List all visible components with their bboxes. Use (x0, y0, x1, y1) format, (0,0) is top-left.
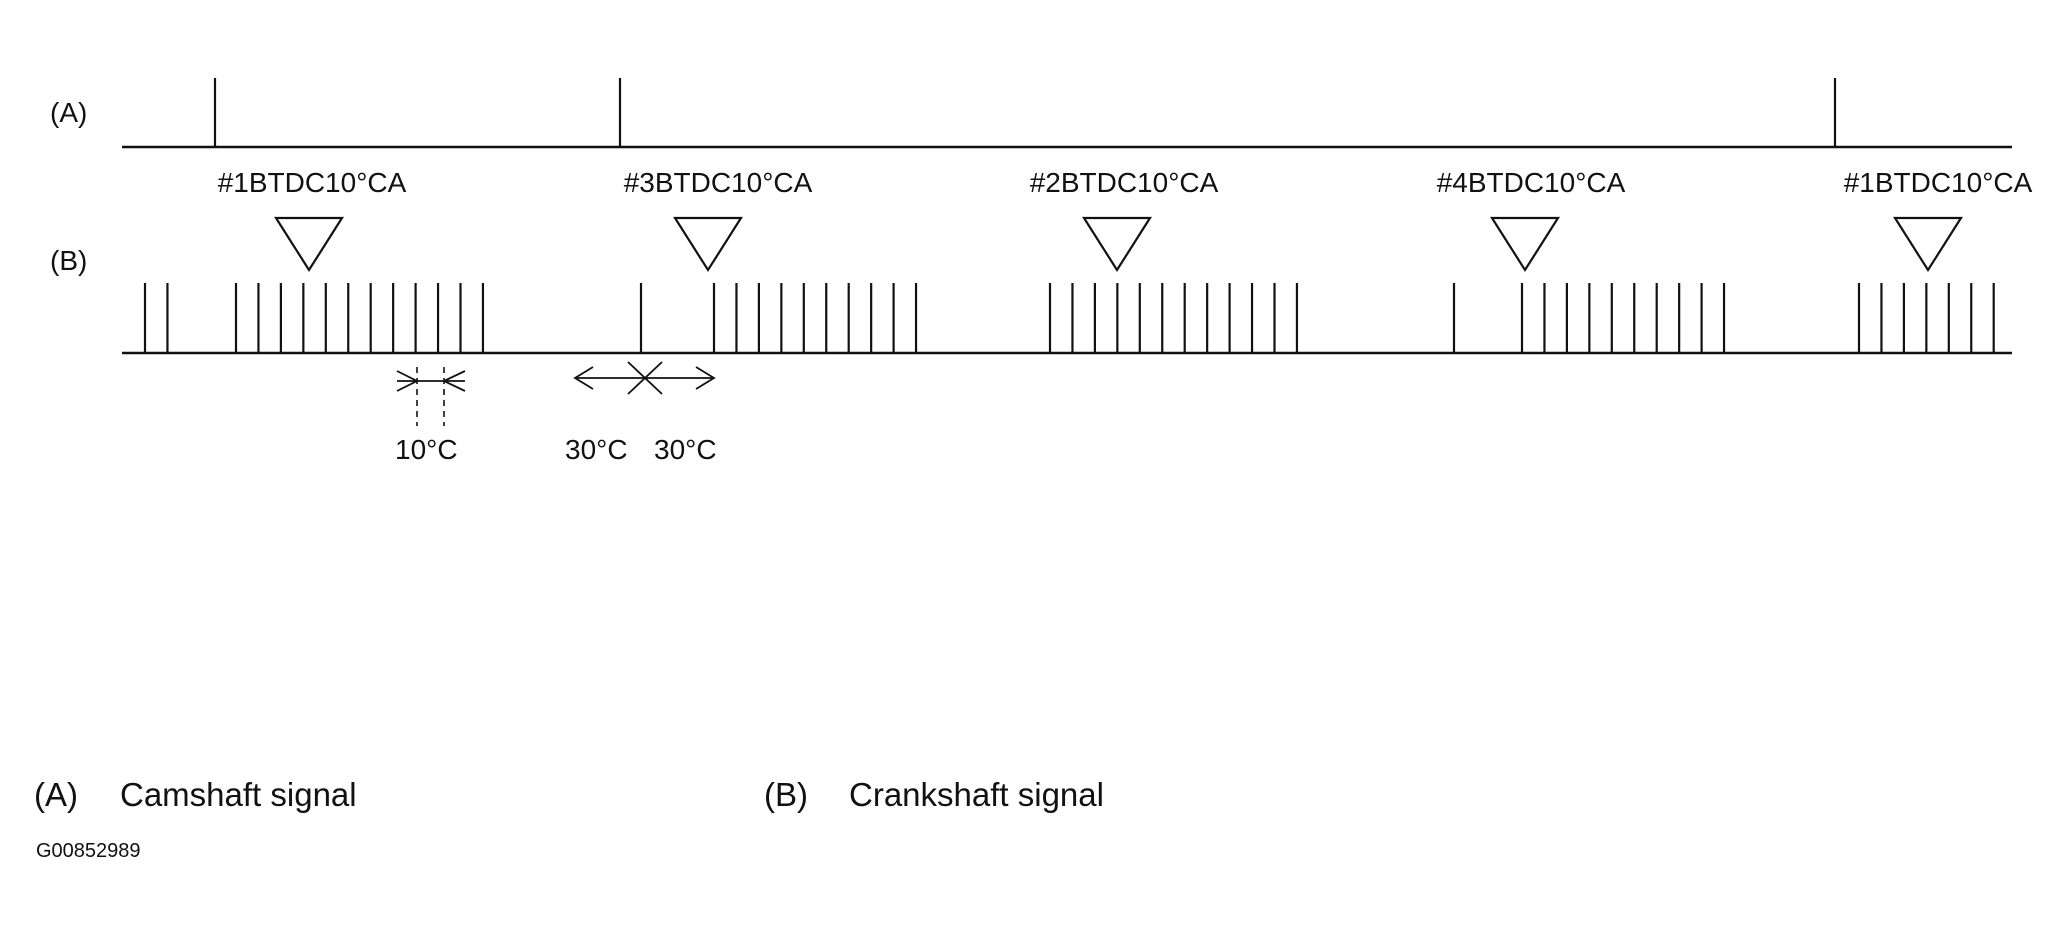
signal-b-tag: (B) (50, 245, 87, 276)
tdc-marker (273, 216, 345, 273)
tdc-label: #1BTDC10°CA (218, 167, 407, 198)
gap-left-label: 30°C (565, 434, 628, 465)
tdc-label: #3BTDC10°CA (624, 167, 813, 198)
gap-dimension: 30°C 30°C (565, 361, 717, 465)
legend-b-text: Crankshaft signal (849, 776, 1104, 813)
tdc-label: #1BTDC10°CA (1844, 167, 2033, 198)
tdc-marker (1489, 216, 1561, 273)
tdc-label: #4BTDC10°CA (1437, 167, 1626, 198)
crankshaft-pulses (143, 283, 1995, 353)
tdc-labels: #1BTDC10°CA #3BTDC10°CA #2BTDC10°CA #4BTDC1… (218, 167, 2033, 198)
gap-right-label: 30°C (654, 434, 717, 465)
camshaft-pulses (213, 78, 1837, 147)
legend-b-tag: (B) (764, 776, 808, 813)
tdc-marker (1892, 216, 1964, 273)
legend-a-text: Camshaft signal (120, 776, 357, 813)
figure-id: G00852989 (36, 840, 141, 862)
tdc-marker (1081, 216, 1153, 273)
tooth-pitch-dimension: 10°C (395, 367, 466, 465)
tooth-pitch-label: 10°C (395, 434, 458, 465)
tdc-label: #2BTDC10°CA (1030, 167, 1219, 198)
legend-a-tag: (A) (34, 776, 78, 813)
signal-a-tag: (A) (50, 97, 87, 128)
tdc-marker (672, 216, 744, 273)
tdc-markers (273, 216, 1964, 273)
